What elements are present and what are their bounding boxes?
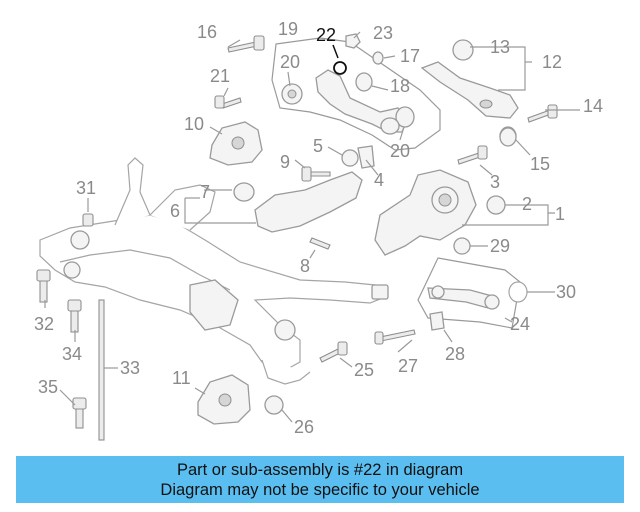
callout-32: 32 bbox=[34, 314, 54, 334]
callout-30: 30 bbox=[556, 282, 576, 302]
bolt-32 bbox=[39, 279, 48, 303]
bolt-35 bbox=[75, 407, 84, 429]
callout-17: 17 bbox=[400, 46, 420, 66]
callout-5: 5 bbox=[313, 136, 323, 156]
callout-11: 11 bbox=[172, 368, 191, 388]
callout-20a: 20 bbox=[280, 52, 300, 72]
callout-2: 2 bbox=[522, 194, 532, 214]
bracket-28 bbox=[429, 311, 445, 331]
callout-4: 4 bbox=[374, 170, 384, 190]
callout-13: 13 bbox=[490, 37, 510, 57]
bushing-26 bbox=[264, 395, 284, 415]
callout-21: 21 bbox=[210, 66, 230, 86]
small-parts bbox=[264, 33, 528, 415]
callout-31: 31 bbox=[76, 178, 96, 198]
callout-7: 7 bbox=[200, 182, 210, 202]
bolt-34 bbox=[70, 309, 79, 333]
rear-subframe bbox=[39, 157, 389, 385]
bushing-18 bbox=[355, 72, 373, 92]
bolt-21 bbox=[221, 97, 242, 109]
banner-line-2: Diagram may not be specific to your vehi… bbox=[160, 481, 480, 499]
upper-control-arm-19 bbox=[271, 37, 441, 151]
mount-10 bbox=[209, 121, 263, 166]
callout-25: 25 bbox=[354, 360, 374, 380]
info-banner: Part or sub-assembly is #22 in diagram D… bbox=[16, 456, 624, 503]
callout-22: 22 bbox=[316, 25, 336, 45]
callout-34: 34 bbox=[62, 344, 82, 364]
bolt-16 bbox=[227, 41, 258, 53]
callout-8: 8 bbox=[300, 256, 310, 276]
banner-line-1: Part or sub-assembly is #22 in diagram bbox=[176, 461, 464, 479]
callout-27: 27 bbox=[398, 356, 418, 376]
bracket-4 bbox=[357, 145, 375, 169]
washer-17 bbox=[372, 51, 384, 65]
callout-3: 3 bbox=[490, 172, 500, 192]
toe-link-24 bbox=[417, 257, 521, 329]
callout-10: 10 bbox=[184, 114, 204, 134]
callout-1: 1 bbox=[555, 204, 565, 224]
clip-31 bbox=[82, 213, 94, 227]
rod-33 bbox=[98, 299, 105, 441]
wheel-knuckle bbox=[374, 169, 506, 256]
bolt-8 bbox=[309, 237, 331, 250]
callout-15: 15 bbox=[530, 154, 550, 174]
callout-12: 12 bbox=[542, 52, 562, 72]
nut-23 bbox=[345, 33, 361, 49]
callout-28: 28 bbox=[445, 344, 465, 364]
callout-20b: 20 bbox=[390, 141, 410, 161]
callout-6: 6 bbox=[170, 201, 180, 221]
callout-29: 29 bbox=[490, 236, 510, 256]
callout-26: 26 bbox=[294, 417, 314, 437]
part-22-oring bbox=[333, 61, 347, 75]
callout-9: 9 bbox=[280, 152, 290, 172]
callout-35: 35 bbox=[38, 377, 58, 397]
callouts: 16 19 22 23 13 12 17 20 21 18 14 10 5 20… bbox=[34, 19, 603, 437]
mount-11 bbox=[197, 374, 251, 425]
callout-14: 14 bbox=[583, 96, 603, 116]
callout-19: 19 bbox=[278, 19, 298, 39]
bushing-15 bbox=[499, 127, 517, 147]
bolt-27 bbox=[379, 329, 416, 342]
ring-30 bbox=[508, 281, 528, 303]
callout-23: 23 bbox=[373, 23, 393, 43]
bushing-29 bbox=[453, 237, 471, 255]
callout-18: 18 bbox=[390, 76, 410, 96]
bolts bbox=[36, 35, 558, 441]
callout-24: 24 bbox=[510, 314, 530, 334]
bolt-16-head bbox=[253, 35, 265, 51]
parts-diagram: 16 19 22 23 13 12 17 20 21 18 14 10 5 20… bbox=[34, 19, 603, 441]
callout-16: 16 bbox=[197, 22, 217, 42]
leader-lines bbox=[44, 31, 580, 423]
callout-33: 33 bbox=[120, 358, 140, 378]
bushing-5 bbox=[341, 149, 359, 167]
